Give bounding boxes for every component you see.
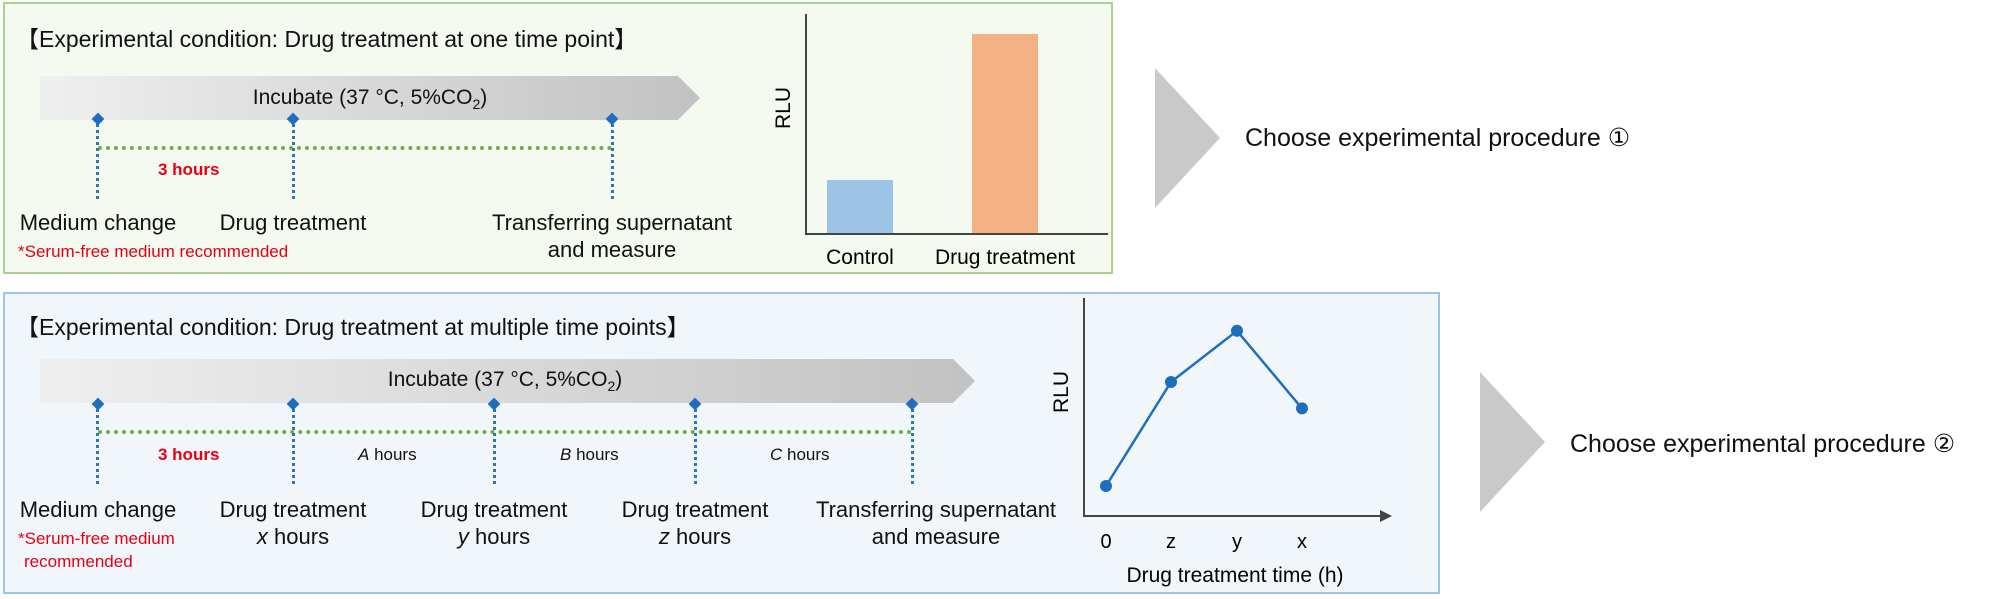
- line-point-y: [1231, 324, 1243, 337]
- panel2-step-x-line1: Drug treatment: [219, 497, 367, 522]
- panel2-interval-b: B hours: [560, 445, 619, 464]
- panel1-step-line-transfer: [611, 119, 614, 199]
- panel2-step-line-x: [292, 404, 295, 484]
- panel2-step-y-line2: y hours: [457, 524, 531, 549]
- panel1-step-transfer-line1: Transferring supernatant: [491, 210, 733, 235]
- panel2-interval-a: A hours: [358, 445, 417, 464]
- bar-control: [827, 180, 893, 234]
- line-chart-tick-label: z: [1166, 531, 1176, 553]
- line-series: [1104, 329, 1303, 487]
- panel-single-time-point: [3, 2, 1113, 274]
- panel1-step-transfer-line2: and measure: [547, 237, 677, 262]
- panel2-step-line-y: [493, 404, 496, 484]
- panel2-step-medium: Medium change: [19, 497, 177, 522]
- line-chart-tick-label: x: [1297, 531, 1307, 553]
- panel1-step-drug: Drug treatment: [219, 210, 367, 235]
- panel2-step-transfer-line1: Transferring supernatant: [815, 497, 1057, 522]
- panel2-step-x-line2: x hours: [256, 524, 330, 549]
- panel2-step-line-medium: [96, 404, 99, 484]
- choose-procedure-2: Choose experimental procedure ②: [1570, 430, 1956, 458]
- bar-chart: RLU Control Drug treatment: [772, 14, 1108, 269]
- chevron-right-icon: [1155, 68, 1220, 208]
- panel2-title: 【Experimental condition: Drug treatment …: [16, 314, 690, 340]
- panel2-step-transfer-line2: and measure: [871, 524, 1001, 549]
- panel2-incubate-arrow: [40, 359, 975, 403]
- panel2-step-line-transfer: [911, 404, 914, 484]
- panel-multiple-time-points: [3, 292, 1440, 594]
- panel2-step-line-z: [694, 404, 697, 484]
- panel1-incubate-label: Incubate (37 °C, 5%CO2): [252, 86, 488, 113]
- panel2-step-y-line1: Drug treatment: [420, 497, 568, 522]
- panel2-incubate-label: Incubate (37 °C, 5%CO2): [387, 368, 623, 395]
- panel1-serum-free-note: *Serum-free medium recommended: [18, 242, 289, 261]
- panel1-title: 【Experimental condition: Drug treatment …: [16, 26, 638, 52]
- panel2-step-z-line1: Drug treatment: [621, 497, 769, 522]
- bar-chart-tick-label: Control: [826, 246, 894, 269]
- panel1-timeline-line: [98, 146, 612, 150]
- panel2-step-z-line2: z hours: [658, 524, 732, 549]
- panel2-interval-c: C hours: [770, 445, 830, 464]
- bar-chart-tick-label: Drug treatment: [935, 246, 1075, 269]
- chevron-right-icon: [1480, 372, 1545, 512]
- panel1-incubate-arrow: [40, 76, 700, 120]
- panel1-interval-label: 3 hours: [158, 160, 220, 179]
- panel2-note-line2: recommended: [24, 552, 133, 571]
- line-point-x: [1296, 402, 1308, 415]
- line-chart-x-axis-arrowhead: [1380, 510, 1392, 522]
- line-chart-tick-label: y: [1232, 531, 1242, 553]
- line-chart: RLU Drug treatment time (h) 0 z y x: [1050, 298, 1392, 587]
- line-chart-ylabel: RLU: [1050, 371, 1073, 413]
- panel1-step-line-drug: [292, 119, 295, 199]
- line-point-z: [1165, 376, 1177, 389]
- line-chart-xlabel: Drug treatment time (h): [1126, 564, 1343, 587]
- panel2-interval-3h: 3 hours: [158, 445, 220, 464]
- bar-chart-ylabel: RLU: [772, 87, 795, 129]
- line-chart-tick-label: 0: [1100, 531, 1111, 553]
- panel2-note-line1: *Serum-free medium: [18, 529, 175, 548]
- panel1-step-medium: Medium change: [19, 210, 177, 235]
- choose-procedure-1: Choose experimental procedure ①: [1245, 124, 1631, 152]
- line-point-0: [1100, 480, 1112, 492]
- panel2-timeline-line: [98, 430, 912, 434]
- bar-drug-treatment: [972, 34, 1038, 234]
- panel1-step-line-medium: [96, 119, 99, 199]
